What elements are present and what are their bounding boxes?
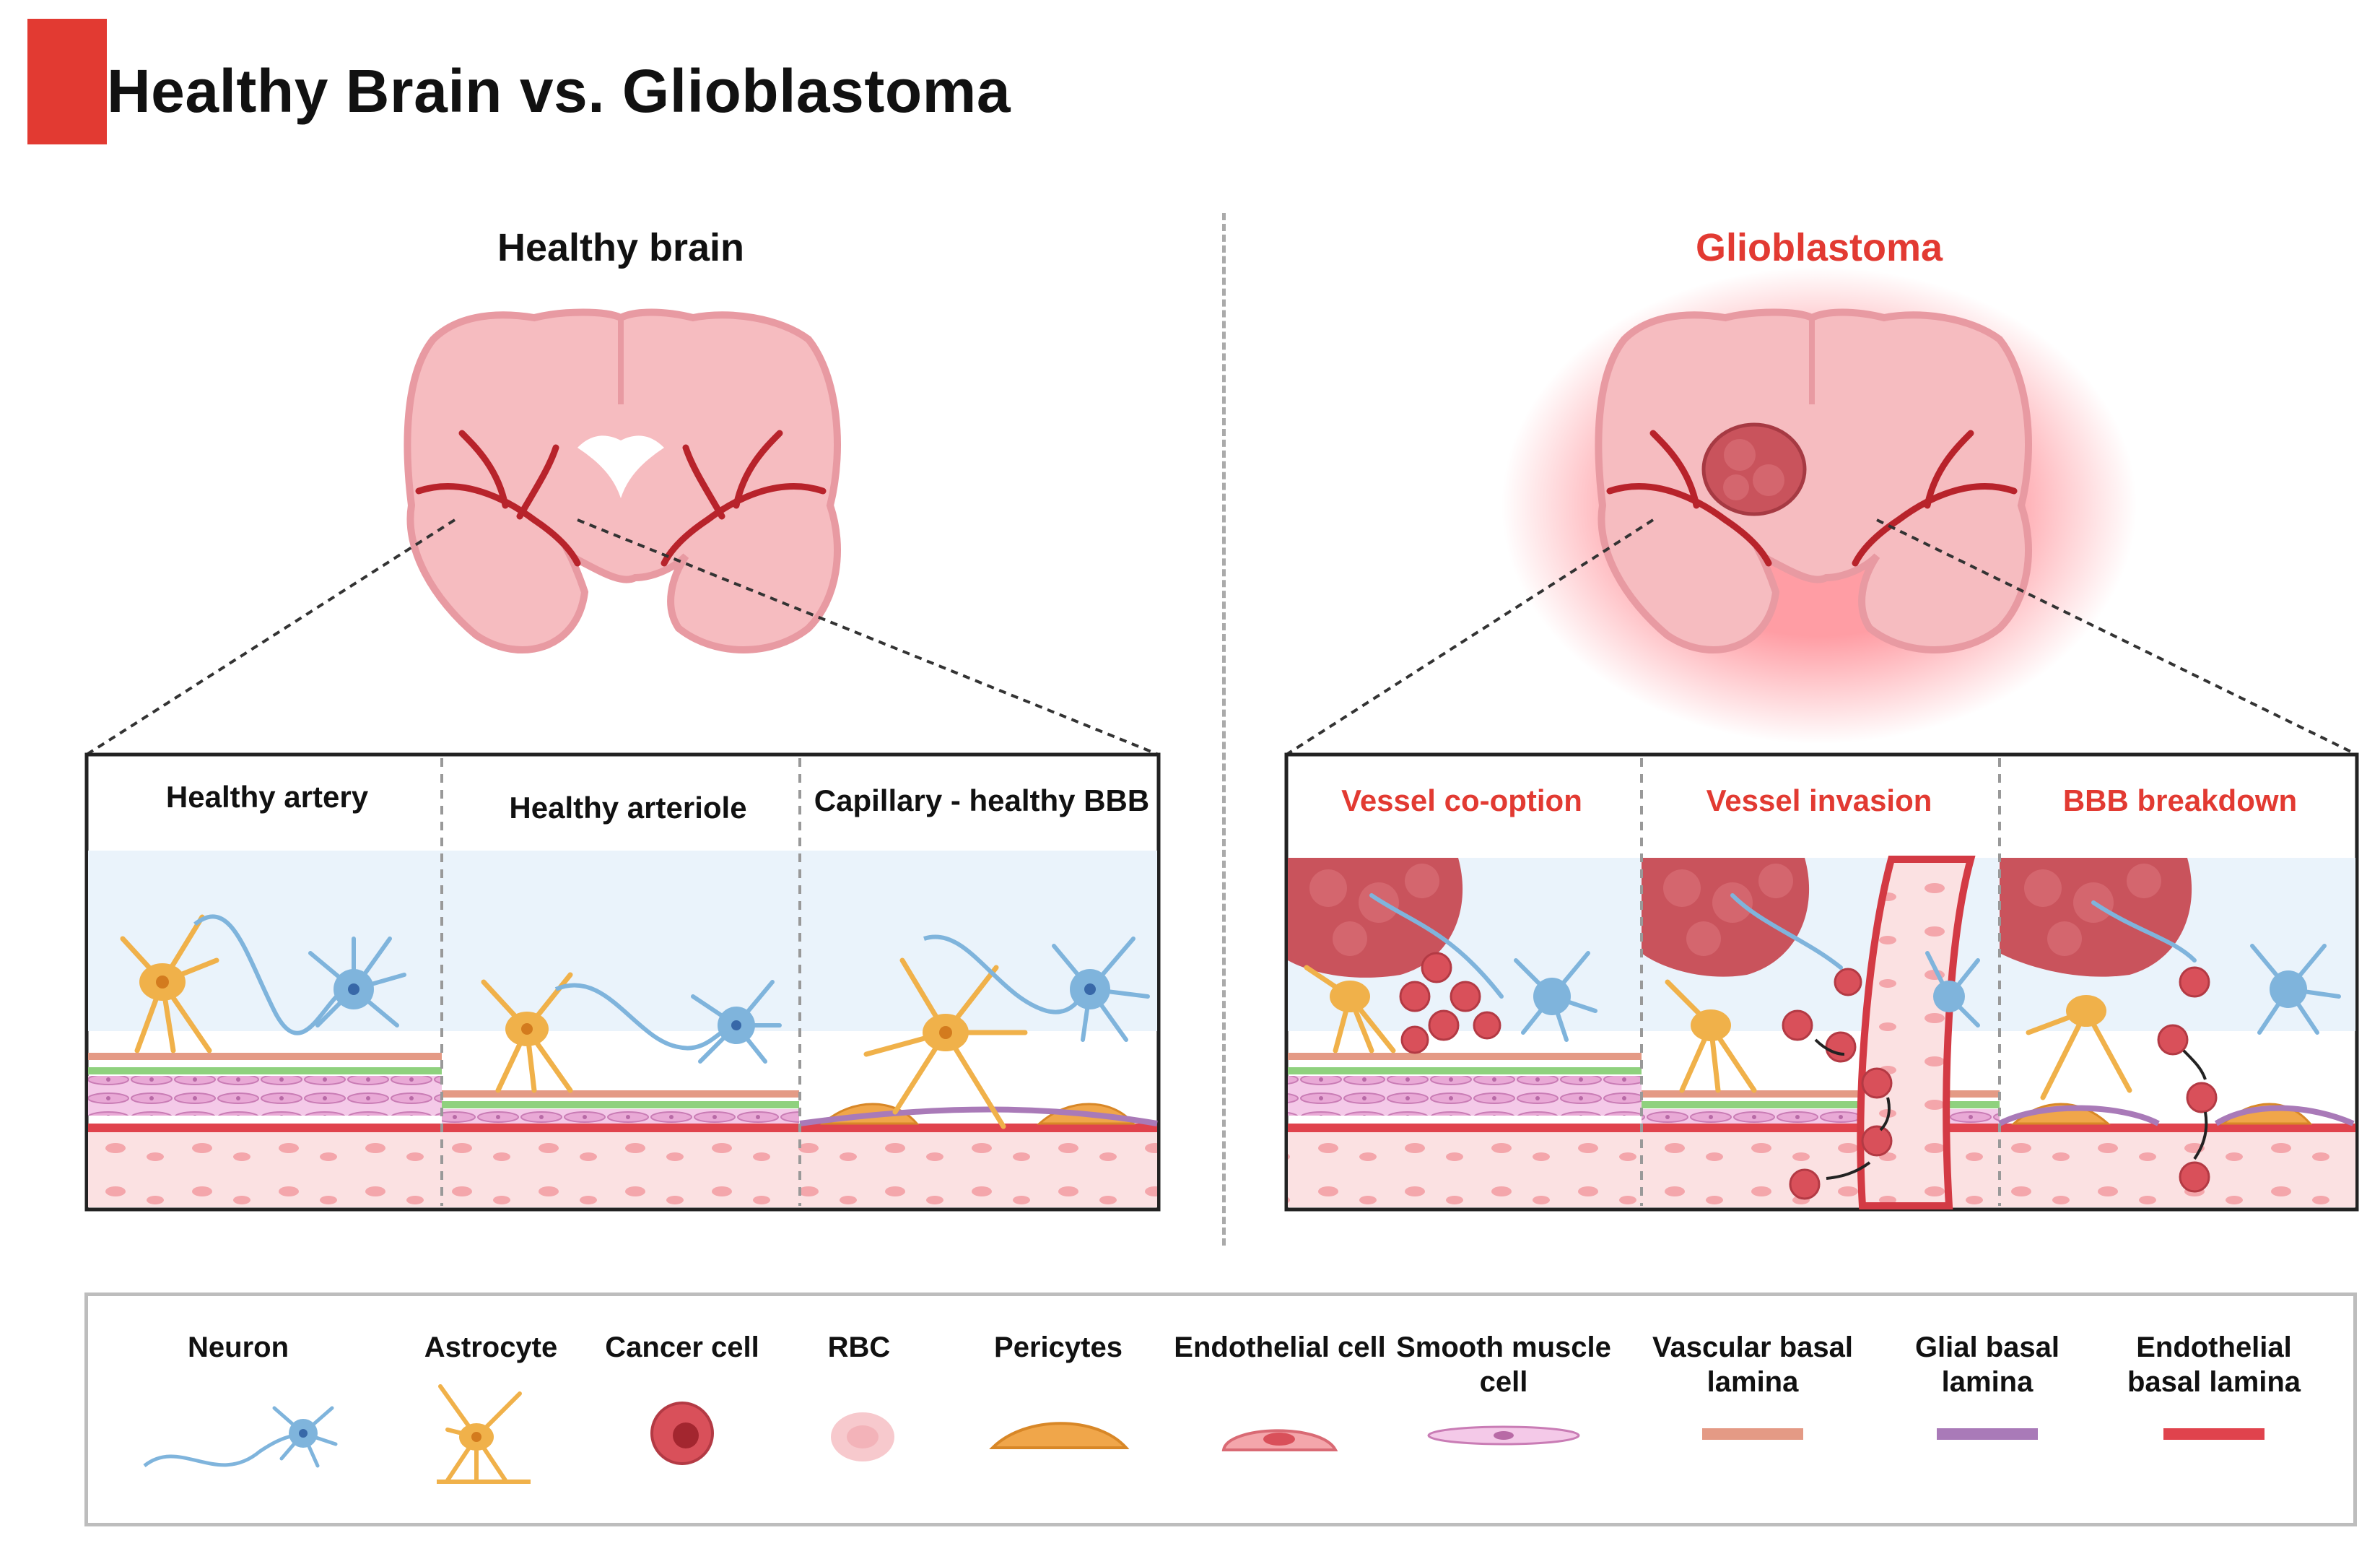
glioblastoma-section-title: Glioblastoma	[1695, 226, 1943, 269]
endothelial-basal-lamina-icon	[2163, 1428, 2265, 1440]
vascular-basal-lamina-icon	[1702, 1428, 1803, 1440]
smooth-muscle-cell-icon	[1427, 1425, 1580, 1446]
legend-label-neuron: Neuron	[188, 1331, 289, 1363]
rbc-icon	[831, 1412, 894, 1461]
healthy-panel-box	[84, 752, 1161, 1212]
endothelial-cell-icon	[1221, 1429, 1338, 1451]
glioblastoma-panel-box	[1284, 752, 2359, 1212]
legend-icons	[143, 1384, 2265, 1484]
glioblastoma-brain-illustration	[1285, 267, 2358, 756]
section-divider	[1222, 213, 1226, 1246]
neuron-icon	[143, 1406, 338, 1468]
legend-label-smooth-muscle-cell: Smooth muscle cell	[1396, 1331, 1611, 1398]
panel-label-vessel-invasion: Vessel invasion	[1706, 783, 1932, 817]
legend-label-glial-basal-lamina: Glial basal lamina	[1914, 1331, 2060, 1398]
panel-label-bbb-breakdown: BBB breakdown	[2062, 783, 2298, 817]
legend-label-pericytes: Pericytes	[994, 1331, 1123, 1363]
legend-label-endothelial-cell: Endothelial cell	[1174, 1331, 1386, 1363]
glial-basal-lamina-icon	[1937, 1428, 2038, 1440]
legend-label-cancer-cell: Cancer cell	[605, 1331, 759, 1363]
healthy-panel-cells	[120, 914, 1150, 1129]
page-title: Healthy Brain vs. Glioblastoma	[107, 57, 1011, 125]
astrocyte-icon	[437, 1384, 531, 1484]
healthy-brain-illustration	[85, 308, 1159, 756]
healthy-section-title: Healthy brain	[497, 226, 745, 269]
panel-label-healthy-artery: Healthy artery	[165, 780, 369, 814]
pericyte-icon	[989, 1422, 1130, 1449]
legend-label-astrocyte: Astrocyte	[424, 1331, 558, 1363]
legend-box	[84, 1292, 2357, 1526]
legend-label-endothelial-basal-lamina: Endothelial basal lamina	[2127, 1331, 2301, 1398]
panel-label-vessel-co-option: Vessel co-option	[1341, 783, 1582, 817]
legend-label-vascular-basal-lamina: Vascular basal lamina	[1652, 1331, 1853, 1398]
panel-label-healthy-arteriole: Healthy arteriole	[509, 791, 747, 825]
panel-label-capillary-bbb: Capillary - healthy BBB	[814, 783, 1150, 817]
legend-label-rbc: RBC	[827, 1331, 891, 1363]
title-accent-bar	[27, 19, 107, 144]
cancer-cell-icon	[650, 1402, 714, 1465]
